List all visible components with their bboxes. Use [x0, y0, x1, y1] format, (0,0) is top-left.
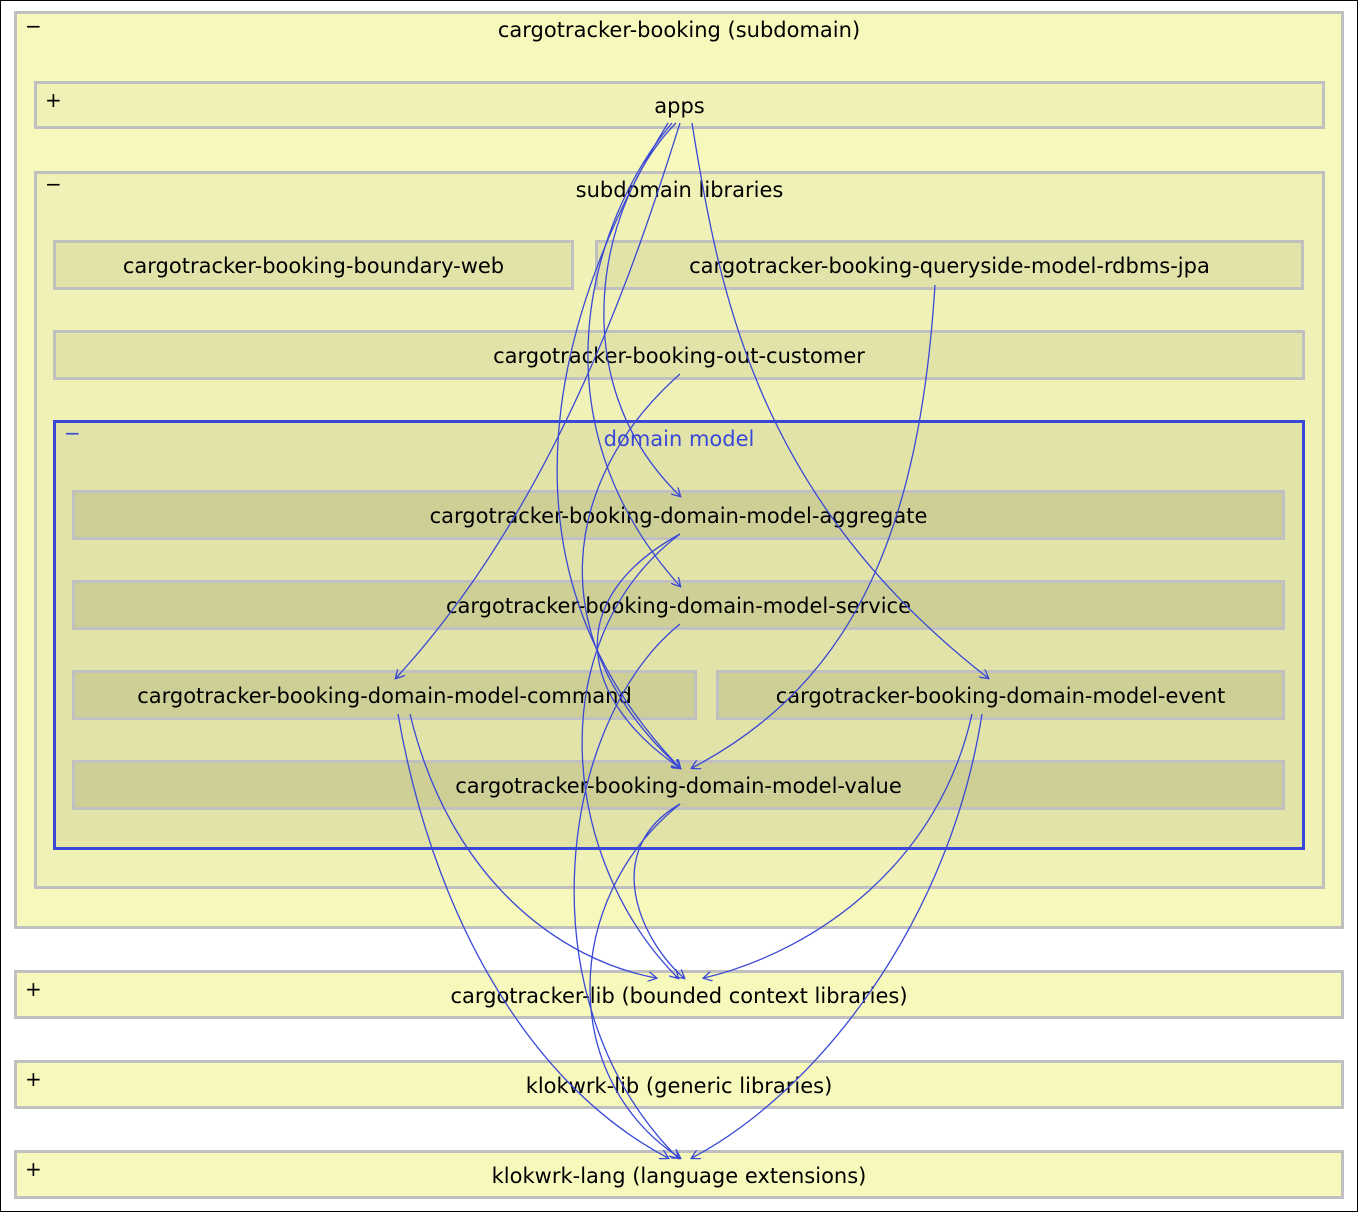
- klokwrk-lib-title: klokwrk-lib (generic libraries): [525, 1074, 833, 1098]
- domain-model-title: domain model: [603, 427, 755, 451]
- bc-lib-title: cargotracker-lib (bounded context librar…: [450, 984, 908, 1008]
- module-domain-model-value[interactable]: cargotracker-booking-domain-model-value: [72, 760, 1285, 810]
- klokwrk-lib-expand-toggle[interactable]: +: [25, 1067, 42, 1091]
- domain-model-collapse-toggle[interactable]: −: [64, 421, 81, 445]
- module-label: cargotracker-booking-domain-model-comman…: [137, 684, 632, 708]
- module-label: cargotracker-booking-domain-model-aggreg…: [429, 504, 928, 528]
- module-domain-model-service[interactable]: cargotracker-booking-domain-model-servic…: [72, 580, 1285, 630]
- module-queryside-model-rdbms-jpa[interactable]: cargotracker-booking-queryside-model-rdb…: [595, 240, 1304, 290]
- generic-libraries-container[interactable]: + klokwrk-lib (generic libraries): [14, 1060, 1344, 1109]
- module-label: cargotracker-booking-boundary-web: [122, 254, 505, 278]
- bc-lib-expand-toggle[interactable]: +: [25, 977, 42, 1001]
- module-boundary-web[interactable]: cargotracker-booking-boundary-web: [53, 240, 574, 290]
- subdomain-title: cargotracker-booking (subdomain): [497, 18, 861, 42]
- klokwrk-lang-expand-toggle[interactable]: +: [25, 1157, 42, 1181]
- module-label: cargotracker-booking-domain-model-value: [455, 774, 902, 798]
- language-extensions-container[interactable]: + klokwrk-lang (language extensions): [14, 1150, 1344, 1199]
- bounded-context-libraries-container[interactable]: + cargotracker-lib (bounded context libr…: [14, 970, 1344, 1019]
- apps-expand-toggle[interactable]: +: [45, 88, 62, 112]
- subdomain-libraries-collapse-toggle[interactable]: −: [45, 172, 62, 196]
- module-domain-model-event[interactable]: cargotracker-booking-domain-model-event: [716, 670, 1285, 720]
- subdomain-libraries-title: subdomain libraries: [575, 178, 784, 202]
- subdomain-collapse-toggle[interactable]: −: [25, 14, 42, 38]
- module-domain-model-aggregate[interactable]: cargotracker-booking-domain-model-aggreg…: [72, 490, 1285, 540]
- module-domain-model-command[interactable]: cargotracker-booking-domain-model-comman…: [72, 670, 697, 720]
- module-label: cargotracker-booking-domain-model-event: [775, 684, 1226, 708]
- module-label: cargotracker-booking-out-customer: [493, 344, 865, 368]
- apps-container[interactable]: + apps: [34, 81, 1325, 129]
- klokwrk-lang-title: klokwrk-lang (language extensions): [491, 1164, 867, 1188]
- module-label: cargotracker-booking-queryside-model-rdb…: [689, 254, 1210, 278]
- module-out-customer[interactable]: cargotracker-booking-out-customer: [53, 330, 1305, 380]
- apps-title: apps: [654, 94, 705, 118]
- module-label: cargotracker-booking-domain-model-servic…: [446, 594, 911, 618]
